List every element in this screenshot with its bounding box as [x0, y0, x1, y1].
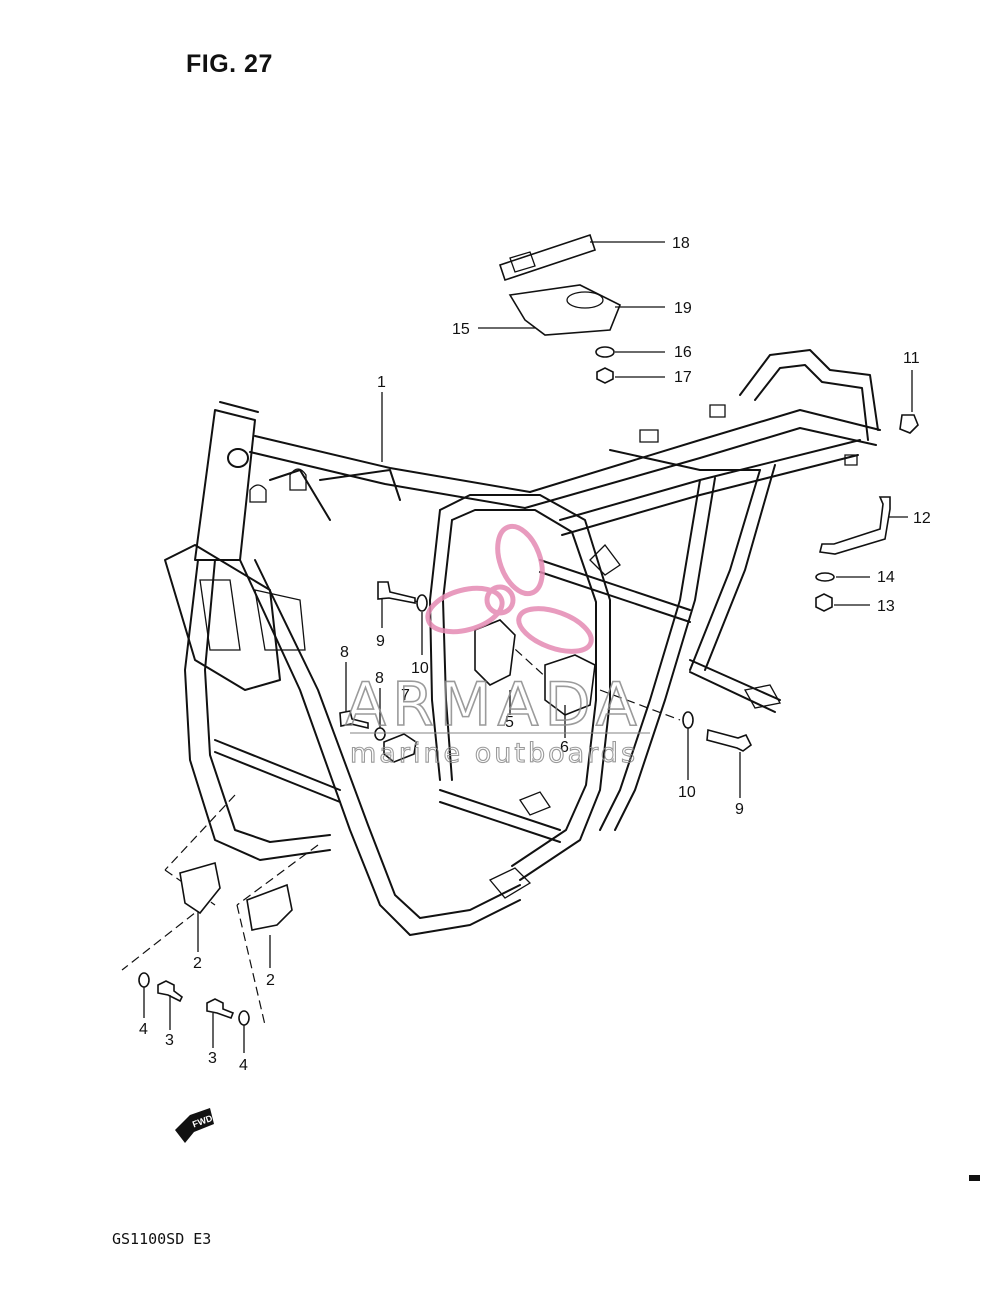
part-4-washer-left: [138, 972, 150, 988]
part-3-bolt-right: [206, 998, 235, 1020]
callout-9-left: 9: [376, 633, 385, 650]
callout-3-right: 3: [208, 1050, 217, 1067]
callout-3-left: 3: [165, 1032, 174, 1049]
part-5-plate: [383, 733, 417, 763]
callout-13: 14: [877, 569, 895, 586]
part-17-nut: [596, 367, 614, 384]
callout-8-left: 5: [505, 714, 514, 731]
callout-4-left: 4: [139, 1021, 148, 1038]
callout-2-left: 2: [193, 955, 202, 972]
propeller-logo-icon: [425, 523, 594, 654]
callout-10-left: 10: [411, 660, 429, 677]
page-marker: [969, 1175, 980, 1181]
callout-10-right: 10: [678, 784, 696, 801]
part-2-bracket-left: [179, 861, 221, 915]
callout-15: 15: [452, 321, 470, 338]
callout-17: 17: [674, 369, 692, 386]
callout-7: 8: [375, 670, 384, 687]
callout-19: 19: [674, 300, 692, 317]
callout-6: 8: [340, 644, 349, 661]
callout-9-right: 9: [735, 801, 744, 818]
callout-5: 7: [401, 687, 410, 704]
watermark-tagline: marine outboards: [350, 738, 638, 769]
callout-14: 11: [903, 350, 920, 367]
callout-18: 18: [672, 235, 690, 252]
part-10-washer-left: [416, 594, 428, 612]
part-18-strap: [498, 233, 597, 282]
figure-title: FIG. 27: [186, 50, 273, 78]
part-4-washer-right: [238, 1010, 250, 1026]
fwd-arrow-icon: FWD: [175, 1108, 214, 1143]
leader-lines: [143, 241, 913, 1053]
part-9-bolt-right: [706, 728, 753, 752]
part-14-cap: [899, 414, 919, 434]
part-3-bolt-left: [157, 980, 184, 1003]
watermark: ARMADA marine outboards: [344, 523, 650, 770]
part-19-cover: [508, 284, 622, 336]
callout-4-right: 4: [239, 1057, 248, 1074]
part-12-bolt: [815, 593, 833, 612]
part-8-bracket-left: [474, 619, 516, 686]
watermark-brand: ARMADA: [345, 670, 643, 740]
model-code: GS1100SD E3: [112, 1230, 212, 1248]
part-2-bracket-right: [246, 883, 293, 931]
part-13-washer: [815, 572, 835, 582]
callout-labels: 18 19 15 16 17 1 11 12 14 13 9 10 8 8 7 …: [139, 235, 931, 1074]
part-8-bracket-right: [544, 654, 596, 716]
part-11-bracket: [819, 496, 891, 555]
callout-16: 16: [674, 344, 692, 361]
callout-8-right: 6: [560, 739, 569, 756]
part-16-washer: [595, 346, 615, 358]
parts: [138, 233, 919, 1026]
part-10-washer-right: [682, 711, 694, 729]
part-9-bolt-left: [377, 581, 416, 604]
callout-12: 13: [877, 598, 895, 615]
part-6-bolt: [339, 710, 369, 730]
callout-1: 1: [377, 374, 386, 391]
callout-2-right: 2: [266, 972, 275, 989]
callout-11: 12: [913, 510, 931, 527]
main-frame: [164, 349, 881, 936]
